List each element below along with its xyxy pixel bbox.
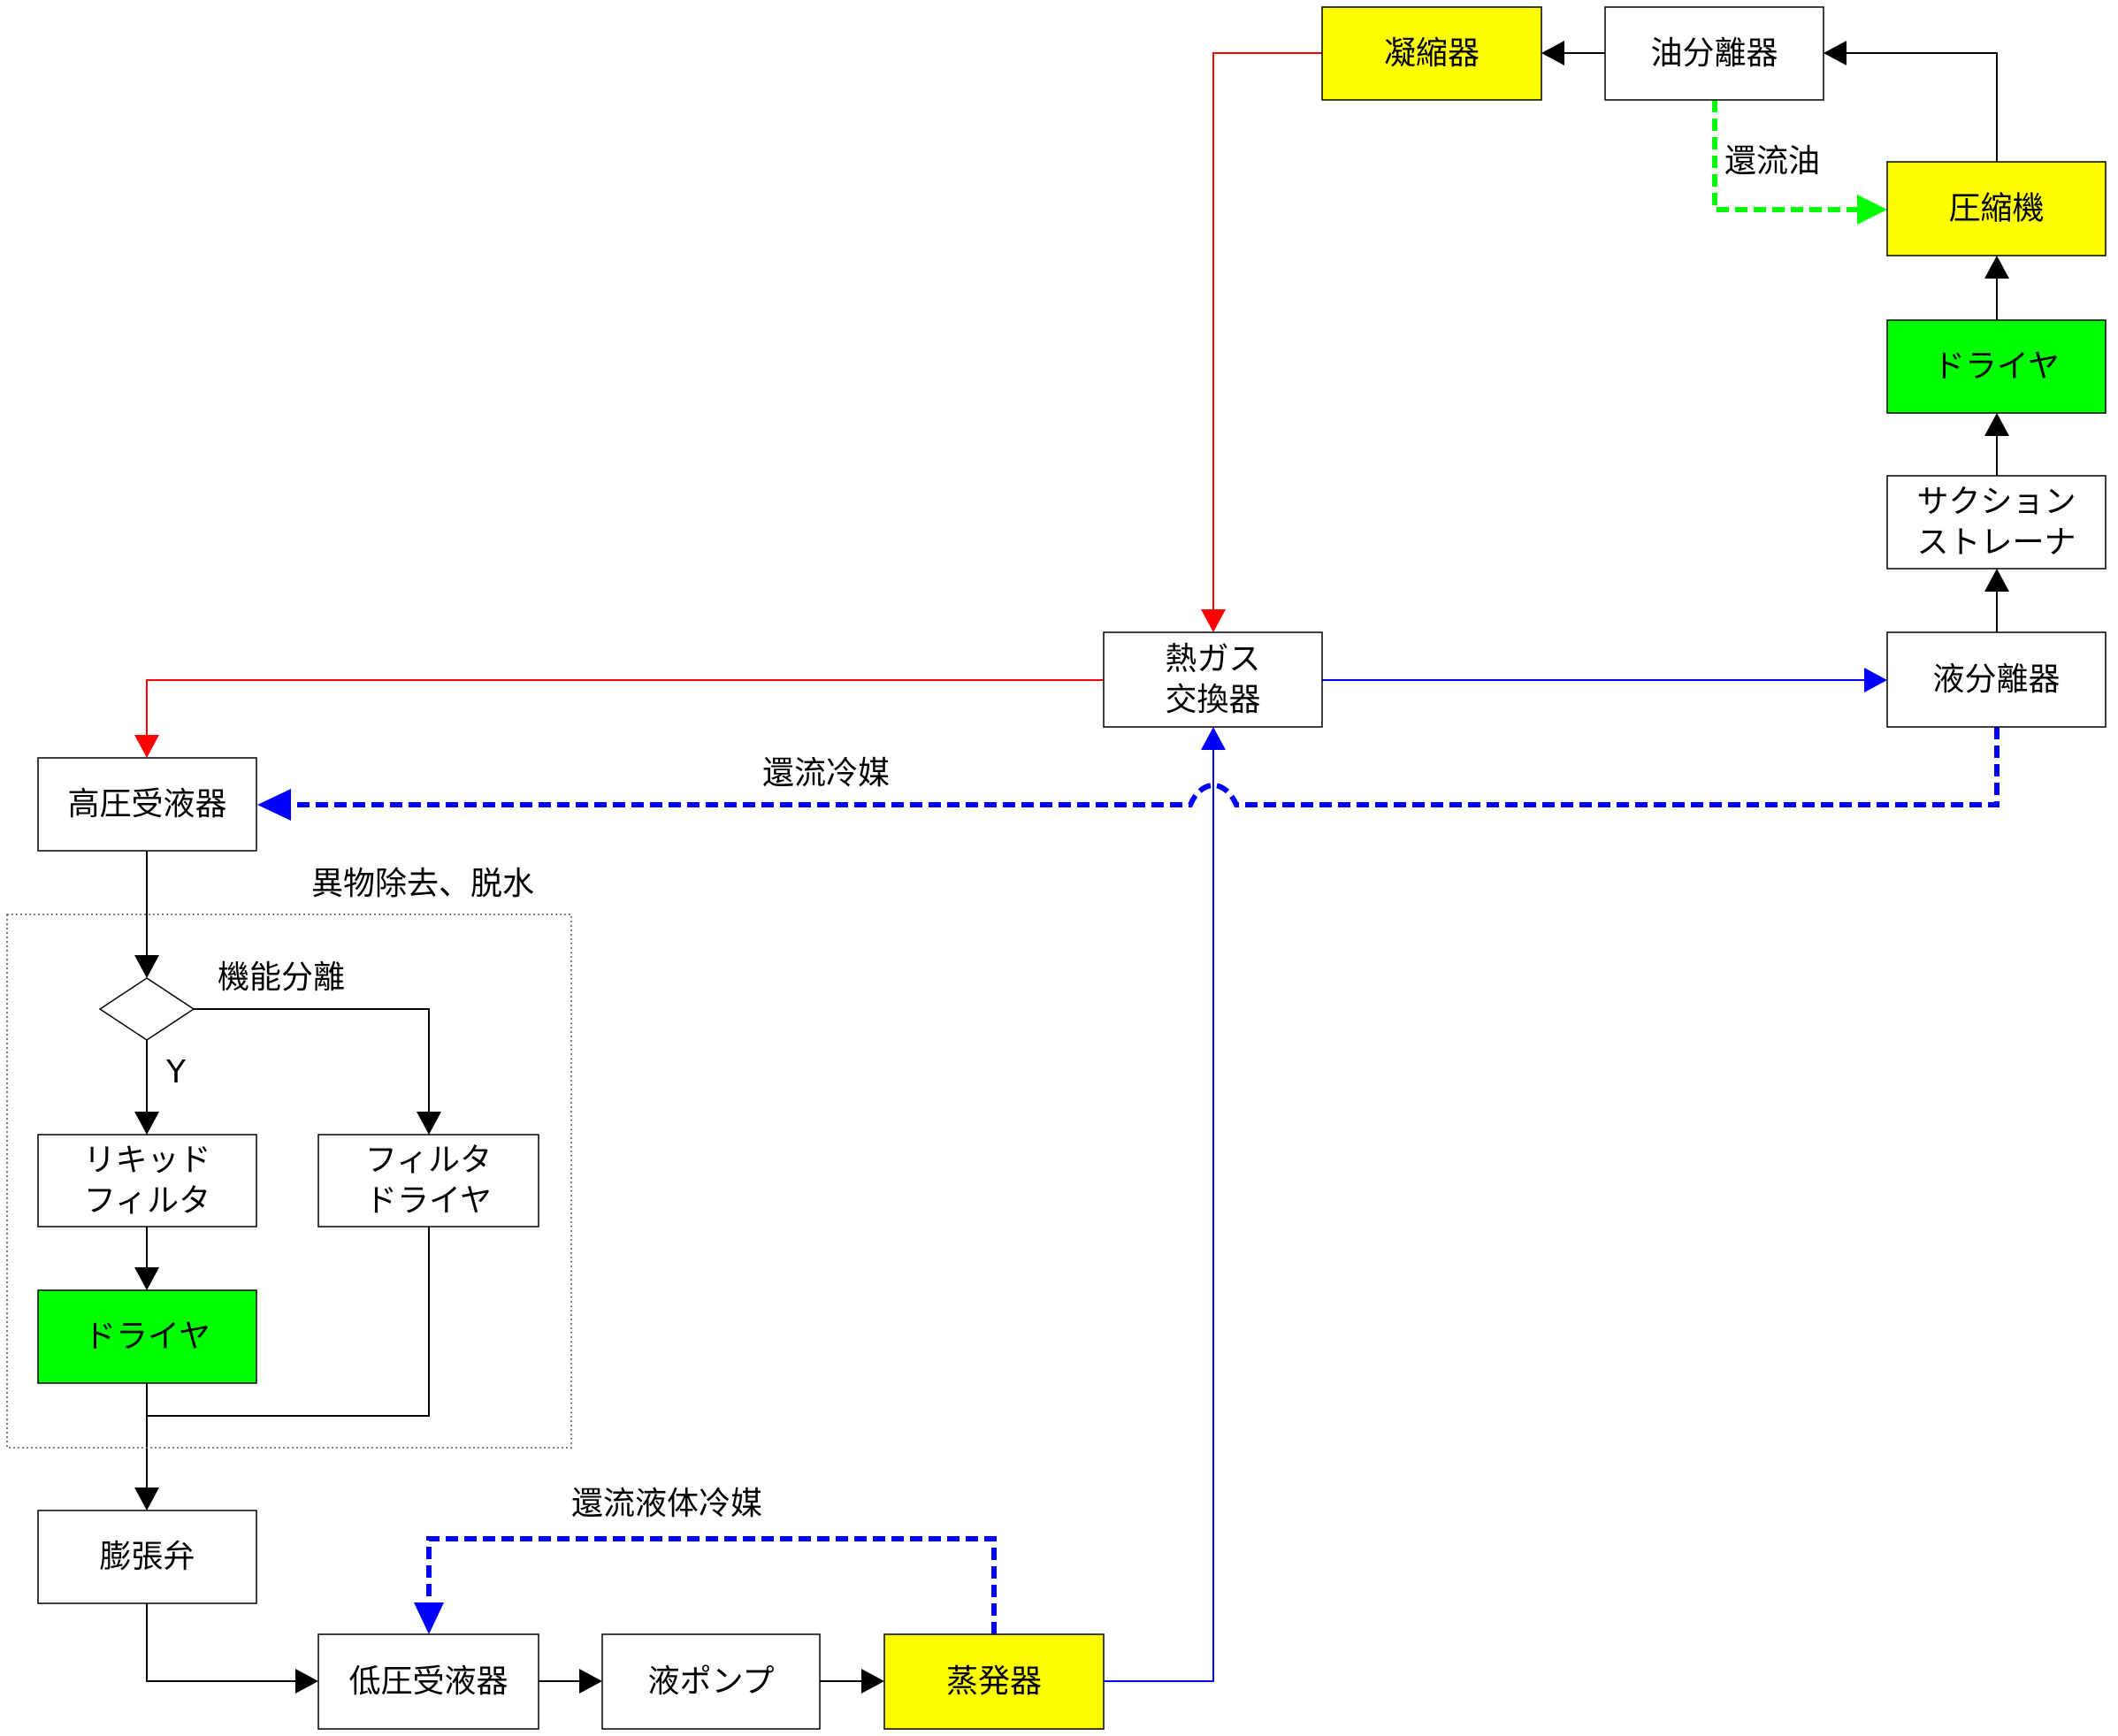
node-label: ドライヤ xyxy=(365,1183,492,1220)
label-return-refrigerant: 還流冷媒 xyxy=(762,755,890,792)
foreign-removal-group-box xyxy=(6,914,572,1449)
node-label: サクション xyxy=(1916,484,2076,520)
node-label: 交換器 xyxy=(1165,682,1260,718)
node-expansion-valve: 膨張弁 xyxy=(37,1510,257,1604)
node-box xyxy=(37,757,257,852)
edge-condenser-to-hot-gas-exchanger xyxy=(1201,52,1322,632)
edge-expansion-valve-to-low-pressure-receiver xyxy=(146,1603,318,1694)
edge-dryer-to-compressor xyxy=(1984,256,2009,320)
edge-compressor-to-oil-separator xyxy=(1824,41,1998,162)
node-dryer-right: ドライヤ xyxy=(1886,319,2107,414)
edge-suction-strainer-to-dryer xyxy=(1984,413,2009,476)
node-box xyxy=(1604,6,1824,101)
edge-merge-to-expansion-valve xyxy=(134,1227,430,1510)
node-box xyxy=(1886,475,2107,570)
node-label: 圧縮機 xyxy=(1948,191,2044,227)
node-box xyxy=(883,1633,1105,1730)
edge-hot-gas-to-high-pressure-receiver xyxy=(134,679,1104,758)
edge-hot-gas-to-liquid-separator xyxy=(1322,668,1887,692)
node-box xyxy=(317,1633,539,1730)
node-label: ドライヤ xyxy=(1933,348,2060,385)
node-high-pressure-receiver: 高圧受液器 xyxy=(37,757,257,852)
node-label: 油分離器 xyxy=(1650,35,1778,72)
node-box xyxy=(37,1510,257,1604)
edge-return-oil xyxy=(1712,100,1887,225)
node-low-pressure-receiver: 低圧受液器 xyxy=(317,1633,539,1730)
node-condenser: 凝縮器 xyxy=(1321,6,1542,101)
node-label: 液ポンプ xyxy=(648,1663,775,1700)
edge-liquid-separator-to-suction-strainer xyxy=(1984,569,2009,632)
node-label: ストレーナ xyxy=(1916,524,2076,561)
node-box xyxy=(317,1134,539,1227)
node-box xyxy=(1886,631,2107,728)
edge-return-refrigerant xyxy=(257,727,1999,821)
node-box xyxy=(37,1134,257,1227)
node-label: 低圧受液器 xyxy=(348,1663,508,1700)
edge-pump-to-evaporator xyxy=(820,1669,884,1694)
node-box xyxy=(1321,6,1542,101)
node-liquid-separator: 液分離器 xyxy=(1886,631,2107,728)
node-label: ドライヤ xyxy=(84,1319,210,1355)
edge-return-liquid-refrigerant xyxy=(414,1536,997,1634)
node-box xyxy=(37,1289,257,1384)
node-label: 液分離器 xyxy=(1932,662,2060,698)
node-box xyxy=(601,1633,821,1730)
label-foreign-removal: 異物除去、脱水 xyxy=(311,866,534,902)
edge-low-pressure-receiver-to-pump xyxy=(539,1669,602,1694)
label-yes-branch: Y xyxy=(165,1054,187,1090)
node-dryer-left: ドライヤ xyxy=(37,1289,257,1384)
node-label: 熱ガス xyxy=(1165,641,1260,677)
edge-liquid-filter-to-dryer xyxy=(134,1227,159,1290)
node-liquid-pump: 液ポンプ xyxy=(601,1633,821,1730)
edge-decision-to-liquid-filter xyxy=(134,1040,159,1135)
edge-oil-separator-to-condenser xyxy=(1541,41,1605,65)
node-label: 凝縮器 xyxy=(1384,35,1480,72)
label-function-separation: 機能分離 xyxy=(218,960,345,996)
node-label: フィルタ xyxy=(84,1183,210,1220)
node-label: 膨張弁 xyxy=(99,1539,195,1575)
label-return-oil: 還流油 xyxy=(1724,143,1820,180)
edge-decision-to-filter-dryer xyxy=(194,1008,441,1135)
node-label: リキッド xyxy=(83,1143,210,1179)
node-label: 蒸発器 xyxy=(946,1663,1042,1700)
decision-diamond xyxy=(98,977,195,1041)
node-box xyxy=(1886,319,2107,414)
node-label: フィルタ xyxy=(365,1143,492,1179)
edge-evaporator-to-hot-gas-exchanger xyxy=(1104,727,1226,1682)
node-box xyxy=(1103,631,1323,728)
node-evaporator: 蒸発器 xyxy=(883,1633,1105,1730)
label-return-liquid-refrigerant: 還流液体冷媒 xyxy=(571,1486,762,1522)
node-box xyxy=(1886,161,2107,256)
node-label: 高圧受液器 xyxy=(67,786,226,822)
node-oil-separator: 油分離器 xyxy=(1604,6,1824,101)
node-compressor: 圧縮機 xyxy=(1886,161,2107,256)
edge-high-pressure-receiver-to-decision xyxy=(134,851,159,978)
